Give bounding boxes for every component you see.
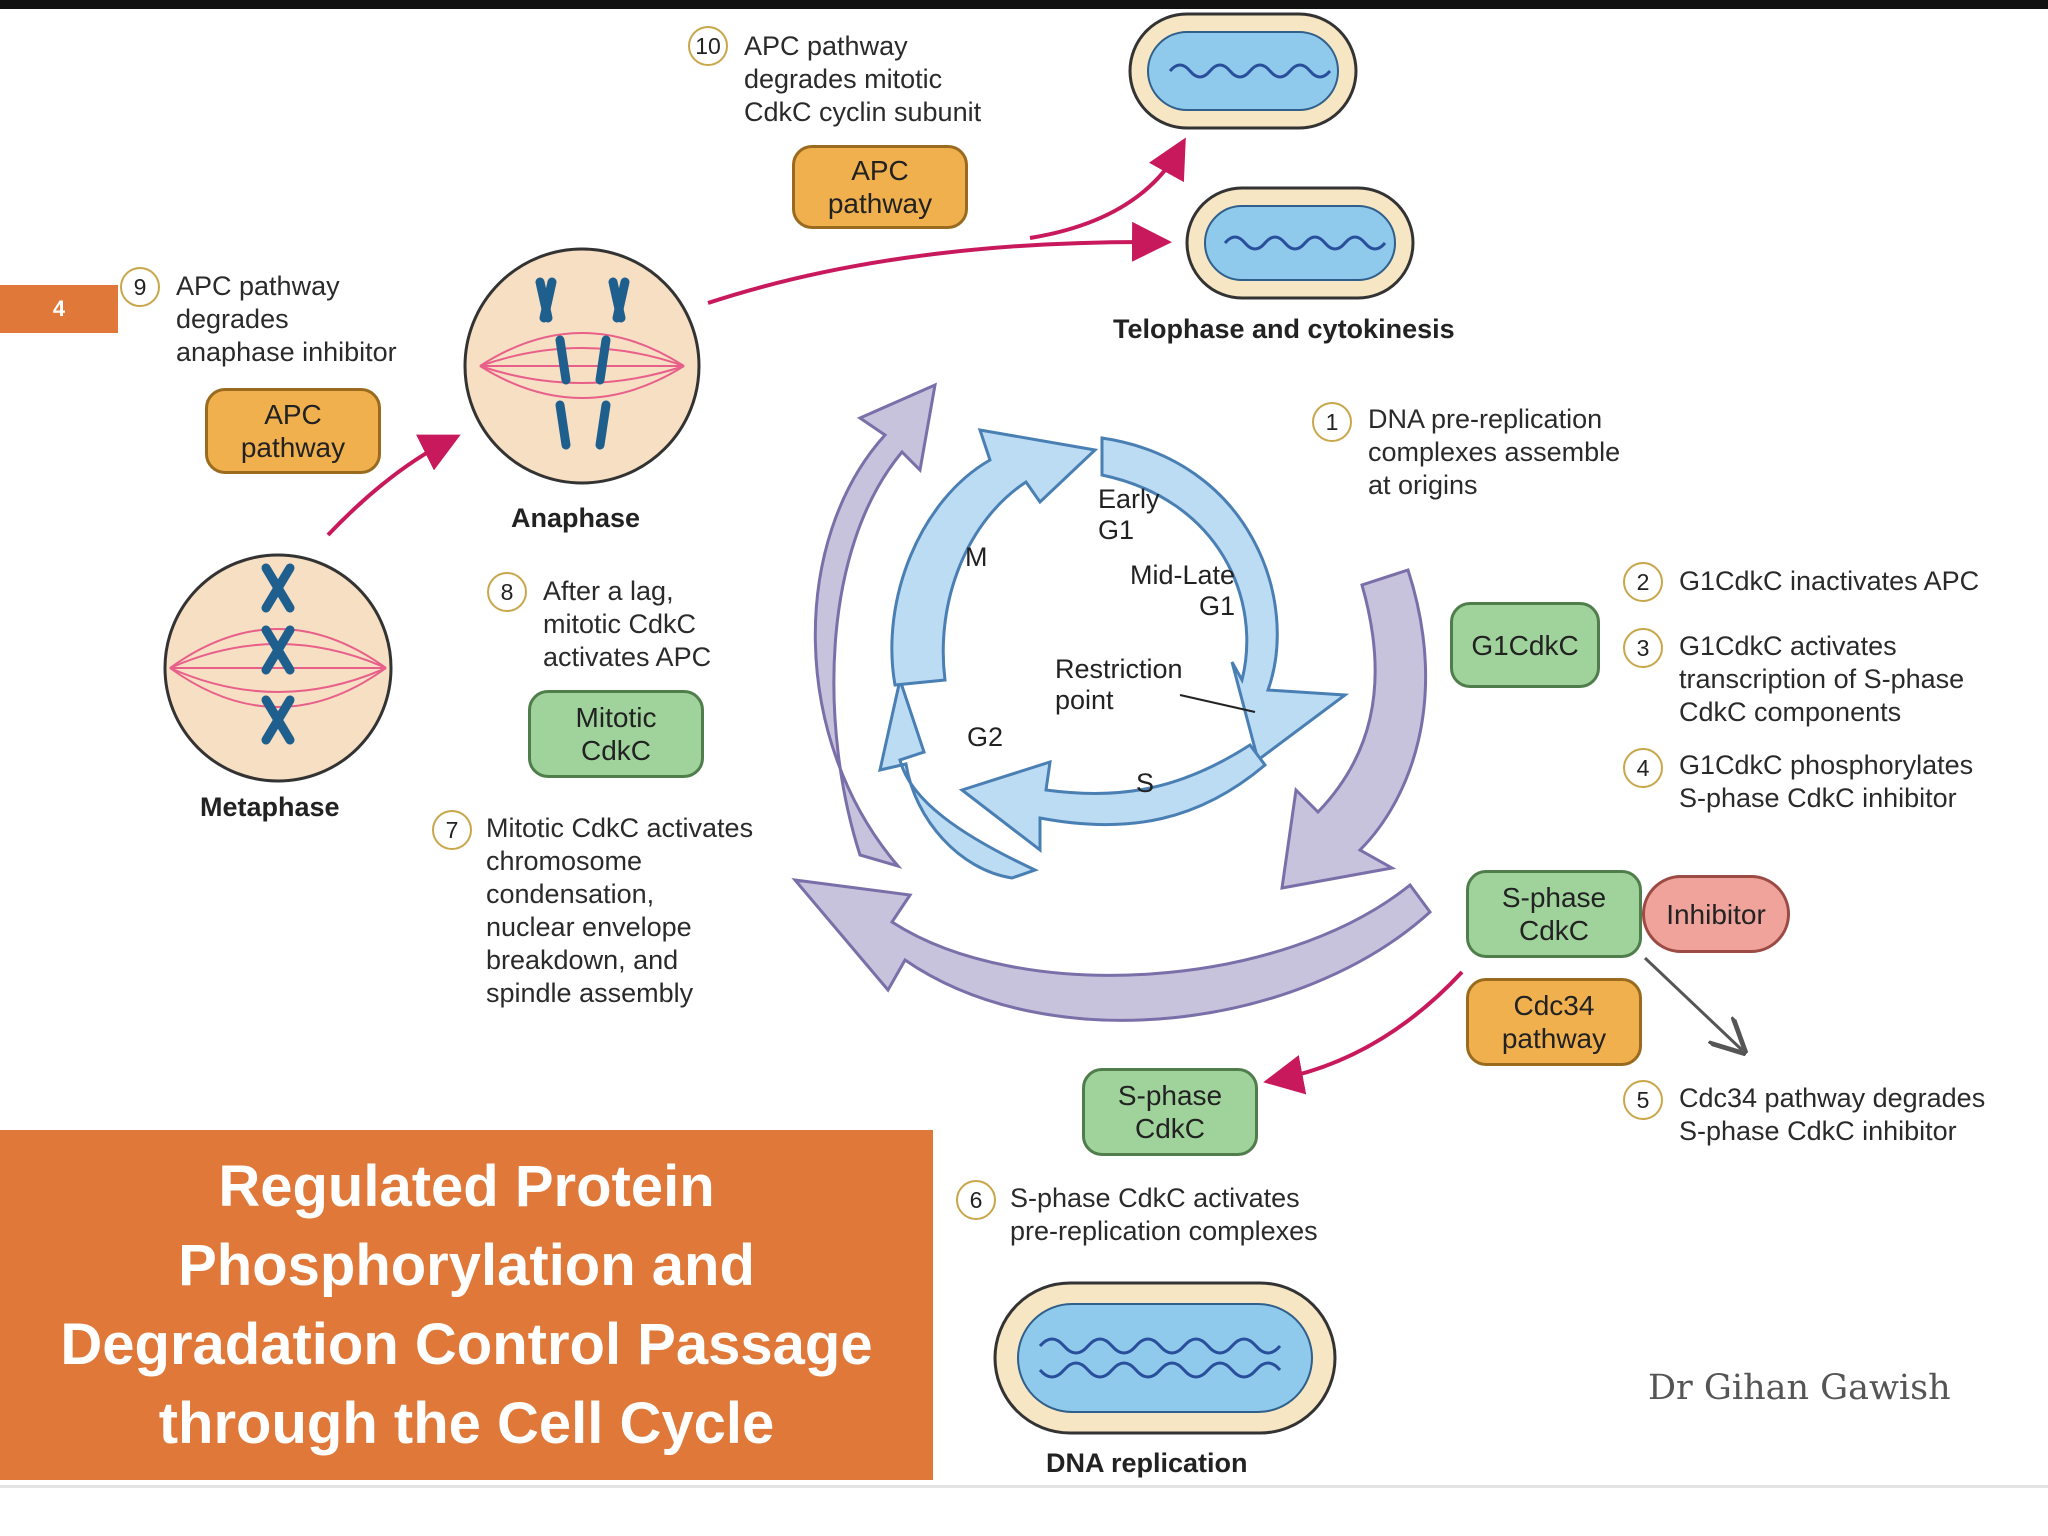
step-4-text: G1CdkC phosphorylates S-phase CdkC inhib… (1679, 750, 1974, 813)
early-g1-label: Early G1 (1098, 484, 1160, 545)
step-2-text: G1CdkC inactivates APC (1679, 566, 1980, 596)
author-credit: Dr Gihan Gawish (1648, 1368, 1951, 1408)
step-7-number: 7 (432, 810, 472, 850)
inner-arrow-g1 (1100, 436, 1350, 763)
restriction-point-label: Restriction point (1055, 654, 1183, 715)
outer-arrow-right (1280, 568, 1428, 890)
s-phase-label: S (1136, 768, 1155, 798)
step-1-number: 1 (1312, 402, 1352, 442)
step-10-text: APC pathway degrades mitotic CdkC cyclin… (744, 31, 982, 127)
m-phase-label: M (965, 542, 988, 572)
step-3-text: G1CdkC activates transcription of S-phas… (1679, 631, 1965, 727)
inner-cycle-arrows (878, 428, 1350, 880)
inhibitor-box: Inhibitor (1642, 875, 1790, 953)
g1-cdkc-box: G1CdkC (1450, 602, 1600, 688)
inner-arrow-g2 (878, 674, 1039, 880)
mitotic-cdkc-box: Mitotic CdkC (528, 690, 704, 778)
apc-pathway-box-top: APC pathway (792, 145, 968, 229)
step-7-text: Mitotic CdkC activates chromosome conden… (486, 813, 754, 1008)
outer-cycle-arrows (791, 382, 1433, 1022)
step-8-number: 8 (487, 572, 527, 612)
bottom-divider (0, 1485, 2048, 1488)
step-8-text: After a lag, mitotic CdkC activates APC (543, 576, 712, 672)
step-4-number: 4 (1623, 748, 1663, 788)
arrow-to-top-cell (1029, 137, 1186, 240)
arrow-anaphase-to-telophase (707, 221, 1172, 305)
mid-late-g1-label: Mid-Late G1 (1130, 560, 1236, 621)
step-5-number: 5 (1623, 1080, 1663, 1120)
telophase-cell-bottom (1185, 186, 1415, 300)
telophase-cell-top (1128, 12, 1358, 130)
inner-arrow-s (958, 742, 1268, 854)
step-9-text: APC pathway degrades anaphase inhibitor (176, 271, 397, 367)
s-phase-cdkc-box-bottom: S-phase CdkC (1082, 1068, 1258, 1156)
restriction-point-line (1179, 694, 1256, 713)
step-6-number: 6 (956, 1180, 996, 1220)
title-banner: Regulated Protein Phosphorylation and De… (0, 1130, 933, 1480)
metaphase-label: Metaphase (200, 792, 340, 822)
anaphase-cell (463, 247, 701, 485)
slide-title: Regulated Protein Phosphorylation and De… (60, 1154, 873, 1456)
step-1-text: DNA pre-replication complexes assemble a… (1368, 404, 1621, 500)
telophase-label: Telophase and cytokinesis (1113, 314, 1455, 344)
apc-pathway-box-left: APC pathway (205, 388, 381, 474)
inner-arrow-m (890, 428, 1099, 687)
g2-phase-label: G2 (967, 722, 1004, 752)
metaphase-cell (163, 553, 393, 783)
cdc34-pathway-box: Cdc34 pathway (1466, 978, 1642, 1066)
step-10-number: 10 (688, 26, 728, 66)
dna-replication-cell (993, 1281, 1337, 1435)
step-9-number: 9 (120, 267, 160, 307)
top-border (0, 0, 2048, 9)
outer-arrow-left (813, 382, 937, 869)
arrow-to-sphase-bottom (1263, 970, 1464, 1095)
page-number-tab: 4 (0, 285, 118, 333)
step-3-number: 3 (1623, 628, 1663, 668)
step-2-number: 2 (1623, 562, 1663, 602)
dna-replication-label: DNA replication (1046, 1448, 1248, 1478)
arrow-to-step5 (1643, 956, 1742, 1050)
arrow-metaphase-to-anaphase (326, 434, 461, 537)
outer-arrow-bottom (791, 878, 1433, 1022)
step-5-text: Cdc34 pathway degrades S-phase CdkC inhi… (1679, 1083, 1986, 1146)
s-phase-cdkc-box-right: S-phase CdkC (1466, 870, 1642, 958)
step-6-text: S-phase CdkC activates pre-replication c… (1010, 1183, 1318, 1246)
anaphase-label: Anaphase (511, 503, 641, 533)
